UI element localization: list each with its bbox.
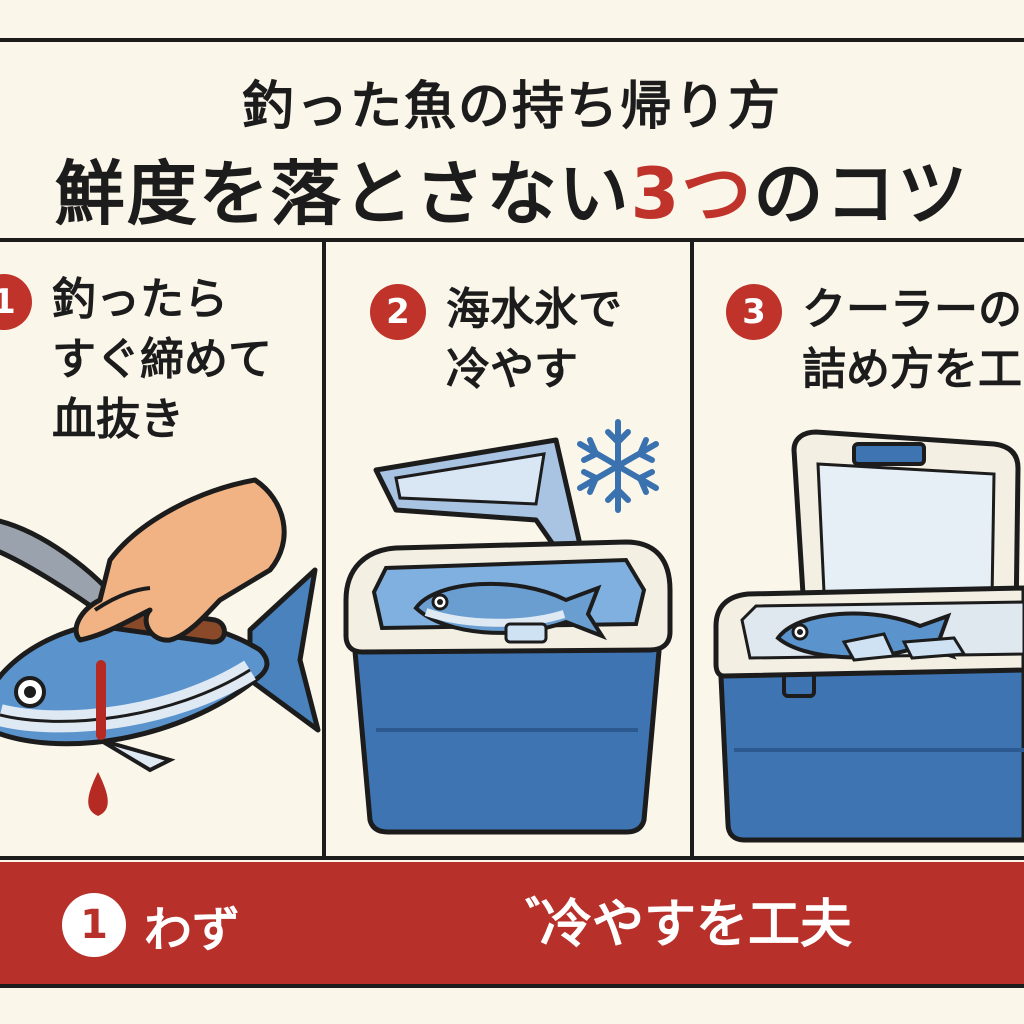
- title-line-2: 鮮度を落とさない3つのコツ: [0, 138, 1024, 239]
- snowflake-icon: [577, 419, 659, 513]
- panel-3-line-1: クーラーの: [802, 284, 1022, 335]
- panel-2-line-1: 海水氷で: [446, 284, 622, 335]
- panel-3-text: クーラーの 詰め方を工: [802, 280, 1022, 400]
- title-line-2-end: のコツ: [753, 153, 970, 235]
- panel-2-line-2: 冷やす: [446, 344, 578, 395]
- knife-hand-fish-illustration: [0, 477, 321, 816]
- footer-right-text: ゙冷やすを工夫: [540, 895, 853, 955]
- panel-1-line-3: 血抜き: [52, 394, 184, 445]
- panel-divider-1: [322, 240, 326, 860]
- title-line-2-start: 鮮度を落とさない: [54, 153, 631, 235]
- panel-2-text: 海水氷で 冷やす: [446, 280, 622, 400]
- panel-2-badge: 2: [370, 284, 426, 340]
- footer-left: 1 わず: [62, 890, 240, 960]
- panel-3-badge: 3: [726, 284, 782, 340]
- panel-1-line-2: すぐ締めて: [52, 334, 272, 385]
- footer-band: [0, 862, 1024, 984]
- panel-1-text: 釣ったら すぐ締めて 血抜き: [52, 270, 272, 450]
- panels-bottom-border: [0, 856, 1024, 860]
- panel-1-line-1: 釣ったら: [52, 274, 228, 325]
- footer-badge: 1: [62, 893, 126, 957]
- cooler-seawater-ice-illustration: [343, 419, 673, 835]
- panel-divider-2: [690, 240, 694, 860]
- panel-1-badge: 1: [0, 274, 32, 330]
- cooler-packed-fish-illustration: [713, 429, 1024, 843]
- bottom-border: [0, 984, 1024, 988]
- header-divider: [0, 238, 1024, 242]
- panel-3-line-2: 詰め方を工: [802, 344, 1022, 395]
- title-line-1: 釣った魚の持ち帰り方: [241, 77, 782, 137]
- top-border: [0, 38, 1024, 42]
- title-accent-number: 3つ: [630, 153, 754, 235]
- footer-left-text: わず: [144, 902, 241, 958]
